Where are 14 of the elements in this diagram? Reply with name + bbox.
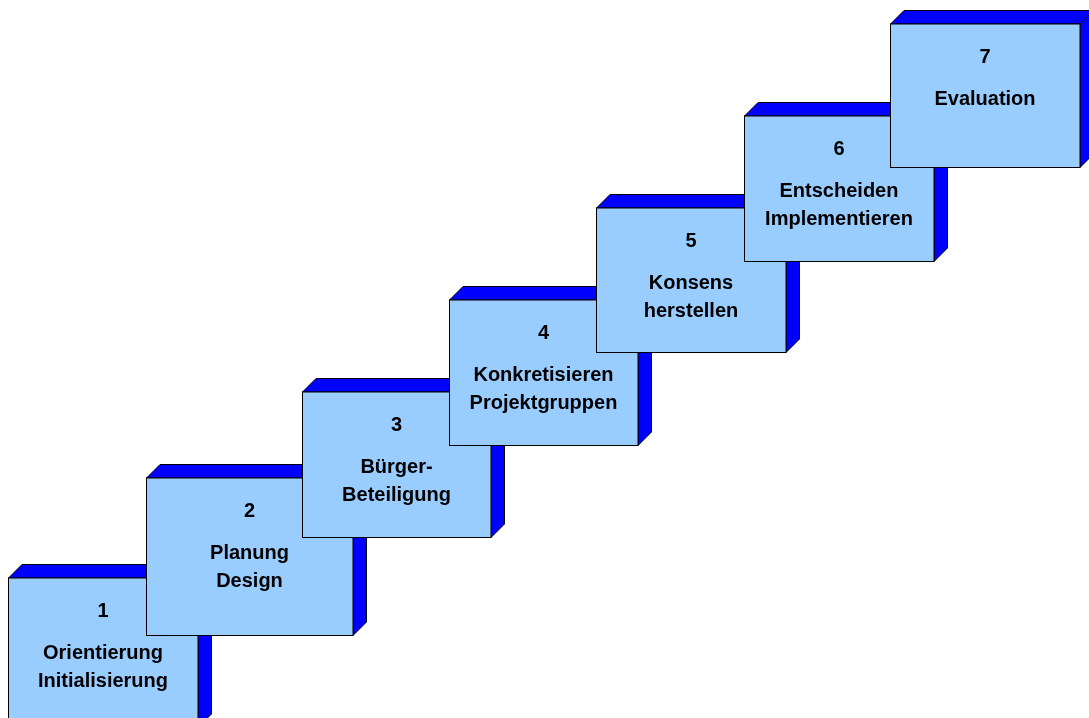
step-label: Konkretisieren Projektgruppen	[469, 362, 618, 415]
step-label: Orientierung Initialisierung	[38, 640, 168, 693]
step-number: 1	[97, 598, 109, 623]
step-number: 6	[833, 136, 845, 161]
step-label: Konsens herstellen	[643, 270, 739, 323]
step-number: 4	[537, 320, 550, 345]
step-number: 3	[390, 412, 403, 437]
step-number: 2	[243, 498, 256, 523]
step-number: 5	[685, 228, 697, 253]
step-number: 7	[979, 44, 991, 69]
step-label: Evaluation	[934, 86, 1036, 111]
step-label: Bürger- Beteiligung	[342, 454, 451, 507]
step-label: Planung Design	[210, 540, 289, 593]
step-label: Entscheiden Implementieren	[765, 178, 913, 231]
